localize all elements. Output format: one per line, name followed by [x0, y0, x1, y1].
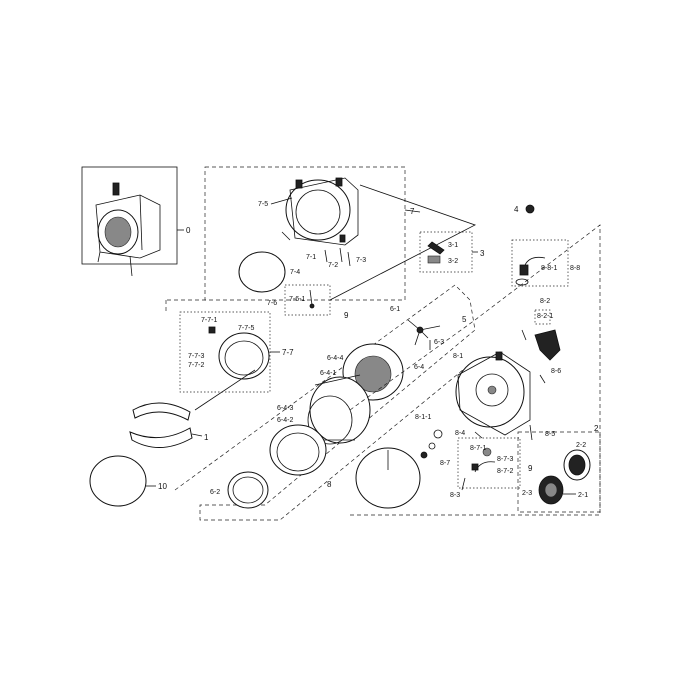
- label-8-4: 8-4: [455, 430, 465, 437]
- label-5: 5: [462, 315, 467, 324]
- label-7-7-3: 7-7-3: [188, 353, 204, 360]
- label-2-1: 2-1: [578, 492, 588, 499]
- label-7-5: 7-5: [258, 201, 268, 208]
- label-2-3: 2-3: [522, 490, 532, 497]
- label-2-2: 2-2: [576, 442, 586, 449]
- label-8-5: 8-5: [545, 431, 555, 438]
- label-7-6: 7-6: [267, 300, 277, 307]
- label-8-7-2: 8-7-2: [497, 468, 513, 475]
- label-2: 2: [594, 424, 599, 433]
- label-8-8: 8-8: [570, 265, 580, 272]
- group-8-rear-tub: [349, 224, 601, 516]
- label-8-2-1: 8-2-1: [537, 313, 553, 320]
- label-9-bottom: 9: [528, 464, 533, 473]
- group-2-pulley-motor: [517, 431, 601, 513]
- label-1: 1: [204, 433, 209, 442]
- label-8-3: 8-3: [450, 492, 460, 499]
- label-7-3: 7-3: [356, 257, 366, 264]
- part-3-bracket: [419, 231, 478, 273]
- label-7-7-1: 7-7-1: [201, 317, 217, 324]
- label-6-2: 6-2: [210, 489, 220, 496]
- label-0: 0: [186, 226, 191, 235]
- label-6-1: 6-1: [390, 306, 400, 313]
- label-8-7: 8-7: [440, 460, 450, 467]
- label-7-4: 7-4: [290, 269, 300, 276]
- part-1-balance-weights: [129, 402, 203, 449]
- label-8-1-1: 8-1-1: [415, 414, 431, 421]
- part-0-tub-assembly: [81, 166, 184, 277]
- label-7: 7: [410, 207, 415, 216]
- label-6-3: 6-3: [434, 339, 444, 346]
- label-7-7-2: 7-7-2: [188, 362, 204, 369]
- label-6-4-4: 6-4-4: [327, 355, 343, 362]
- label-7-6-1: 7-6-1: [289, 296, 305, 303]
- label-7-1: 7-1: [306, 254, 316, 261]
- label-8-2: 8-2: [540, 298, 550, 305]
- label-8-1: 8-1: [453, 353, 463, 360]
- label-6-4-2: 6-4-2: [277, 417, 293, 424]
- label-3-2: 3-2: [448, 258, 458, 265]
- label-6-4: 6-4: [414, 364, 424, 371]
- label-8-8-1: 8-8-1: [541, 265, 557, 272]
- label-9-top: 9: [344, 311, 349, 320]
- label-10: 10: [158, 482, 167, 491]
- label-8-6: 8-6: [551, 368, 561, 375]
- label-6-4-3: 6-4-3: [277, 405, 293, 412]
- group-7-front-tub: [204, 166, 477, 316]
- label-3-1: 3-1: [448, 242, 458, 249]
- part-4-clip: [525, 204, 535, 214]
- label-7-2: 7-2: [328, 262, 338, 269]
- part-10-ring: [89, 455, 156, 507]
- group-6-drum: [174, 284, 476, 521]
- label-7-7: 7-7: [282, 348, 294, 357]
- group-7-7-diaphragm: [179, 311, 280, 393]
- label-7-7-5: 7-7-5: [238, 325, 254, 332]
- label-3: 3: [480, 249, 485, 258]
- label-8: 8: [327, 480, 332, 489]
- label-8-7-3: 8-7-3: [497, 456, 513, 463]
- label-4: 4: [514, 205, 519, 214]
- label-6-4-1: 6-4-1: [320, 370, 336, 377]
- label-8-7-1: 8-7-1: [470, 445, 486, 452]
